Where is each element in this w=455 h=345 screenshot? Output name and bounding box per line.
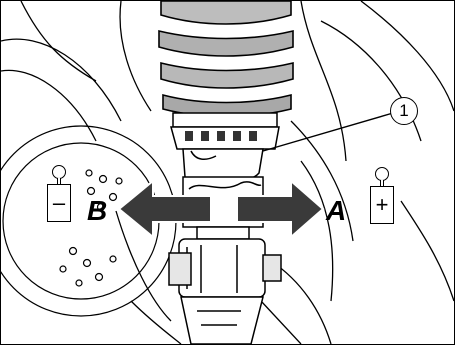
direction-label-b: B (87, 197, 107, 225)
callout-leader-line (263, 113, 393, 151)
callout-1: 1 (390, 97, 418, 125)
plus-tag-label: + (370, 186, 394, 224)
shock-body (169, 113, 281, 344)
minus-tag-label: – (47, 184, 71, 222)
direction-label-a: A (326, 197, 346, 225)
plus-tag-ring (375, 167, 389, 181)
minus-tag-ring (52, 165, 66, 179)
spring (159, 1, 293, 117)
